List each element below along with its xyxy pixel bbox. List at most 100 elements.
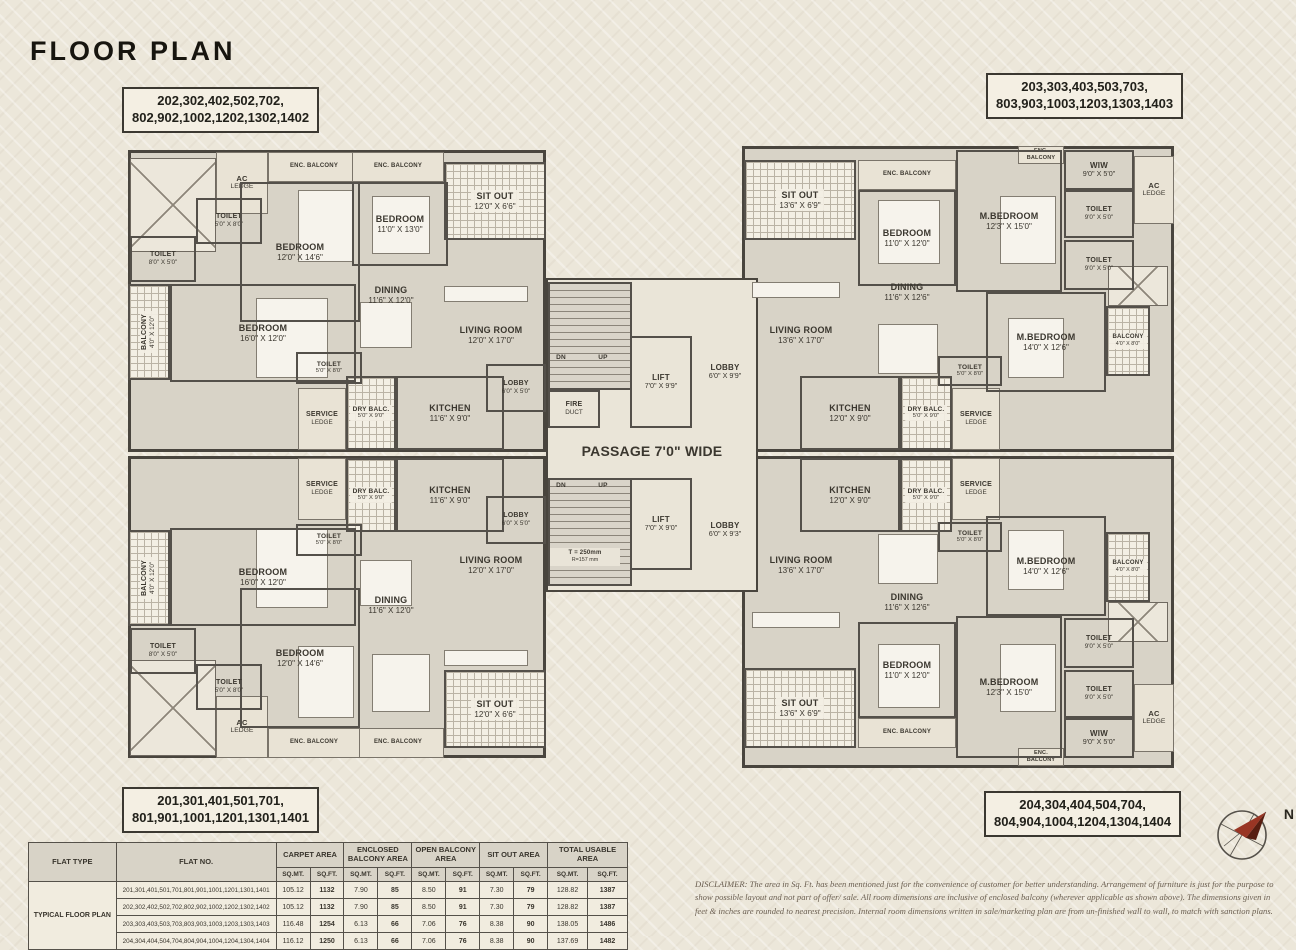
area-value-cell: 1250: [309, 932, 345, 950]
area-value-cell: 7.90: [343, 898, 379, 916]
bed: [878, 200, 940, 264]
area-value-cell: 7.06: [411, 932, 447, 950]
area-value-cell: 90: [513, 915, 549, 933]
dining-table: [878, 534, 938, 584]
bed: [256, 298, 328, 378]
area-value-cell: 7.90: [343, 881, 379, 899]
table-row: 203,303,403,503,703,803,903,1003,1203,13…: [29, 915, 629, 933]
unit-header: SQ.MT.: [479, 867, 515, 882]
stair-direction: UP: [598, 482, 608, 490]
area-value-cell: 76: [445, 932, 481, 950]
column-header: ENCLOSED BALCONY AREA: [343, 842, 413, 868]
hatch-area: [130, 158, 216, 252]
area-table: FLAT TYPE FLAT NO. CARPET AREA ENCLOSED …: [28, 842, 629, 950]
enc-balcony: ENC. BALCONY: [352, 152, 444, 182]
stair-direction: UP: [598, 354, 608, 362]
area-value-cell: 137.69: [547, 932, 588, 950]
bed: [878, 644, 940, 708]
table-row: 204,304,404,504,704,804,904,1004,1204,13…: [29, 932, 629, 950]
column-header: CARPET AREA: [275, 842, 345, 868]
column-header: TOTAL USABLE AREA: [547, 842, 628, 868]
area-value-cell: 79: [513, 881, 549, 899]
sofa: [752, 282, 840, 298]
enc-balcony: ENC. BALCONY: [858, 160, 956, 190]
area-value-cell: 8.38: [479, 915, 515, 933]
area-value-cell: 91: [445, 881, 481, 899]
bed: [1008, 318, 1064, 378]
bed: [1000, 196, 1056, 264]
area-value-cell: 90: [513, 932, 549, 950]
area-value-cell: 8.38: [479, 932, 515, 950]
area-value-cell: 91: [445, 898, 481, 916]
enc-balcony: ENC. BALCONY: [268, 728, 360, 758]
flat-no-cell: 202,302,402,502,702,802,902,1002,1202,13…: [115, 898, 277, 916]
page-title: FLOOR PLAN: [30, 36, 236, 66]
sofa: [444, 650, 528, 666]
flat-no-cell: 204,304,404,504,704,804,904,1004,1204,13…: [115, 932, 277, 950]
unit-numbers-bottom-left: 201,301,401,501,701, 801,901,1001,1201,1…: [122, 787, 320, 833]
area-value-cell: 76: [445, 915, 481, 933]
area-value-cell: 1482: [586, 932, 629, 950]
area-value-cell: 128.82: [547, 881, 588, 899]
dining-table: [360, 560, 412, 606]
unit-header: SQ.FT.: [445, 867, 481, 882]
north-arrow-icon: N: [1212, 798, 1296, 868]
column-header: SIT OUT AREA: [479, 842, 549, 868]
staircase: [548, 478, 632, 586]
dry-balcony: DRY BALC.5'0" X 9'0": [346, 458, 396, 532]
unit-header: SQ.MT.: [411, 867, 447, 882]
area-value-cell: 7.30: [479, 881, 515, 899]
dry-balcony: DRY BALC.5'0" X 9'0": [900, 376, 952, 450]
area-value-cell: 1132: [309, 898, 345, 916]
dry-balcony: DRY BALC.5'0" X 9'0": [346, 376, 396, 450]
unit-numbers-top-right: 203,303,403,503,703, 803,903,1003,1203,1…: [986, 73, 1184, 119]
passage-label: PASSAGE 7'0" WIDE: [581, 442, 723, 459]
bed: [298, 646, 354, 718]
area-value-cell: 8.50: [411, 898, 447, 916]
bed: [256, 528, 328, 608]
dining-table: [878, 324, 938, 374]
area-value-cell: 66: [377, 932, 413, 950]
column-header: FLAT NO.: [115, 842, 277, 882]
column-header: OPEN BALCONY AREA: [411, 842, 481, 868]
bed: [372, 654, 430, 712]
